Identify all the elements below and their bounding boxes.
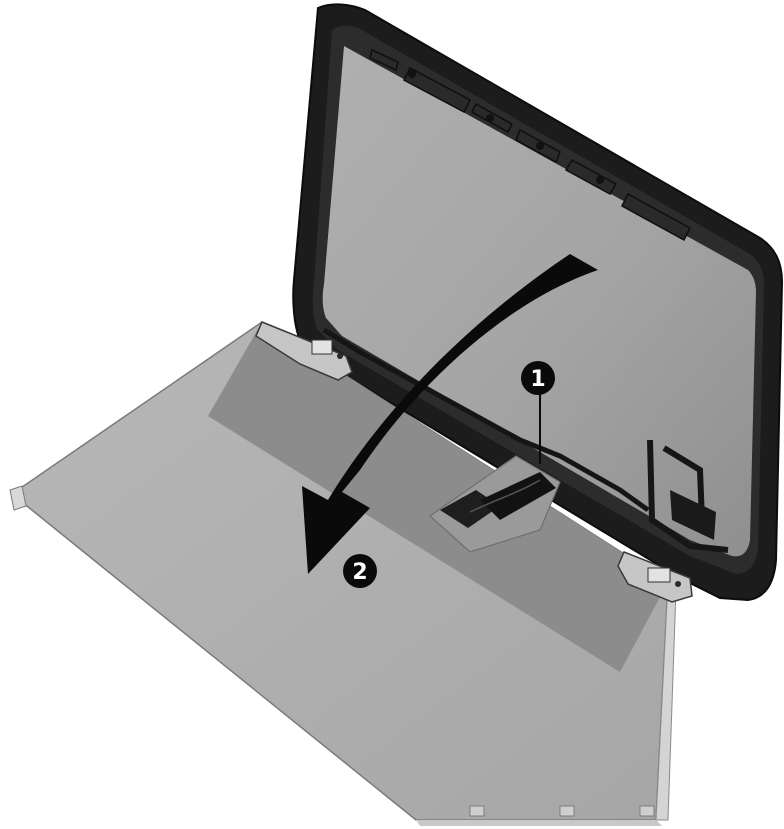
callout-2: 2 (343, 554, 377, 588)
callout-2-number: 2 (352, 560, 367, 585)
display-panel-bottom-edge (416, 820, 662, 826)
callout-1-number: 1 (530, 367, 545, 392)
